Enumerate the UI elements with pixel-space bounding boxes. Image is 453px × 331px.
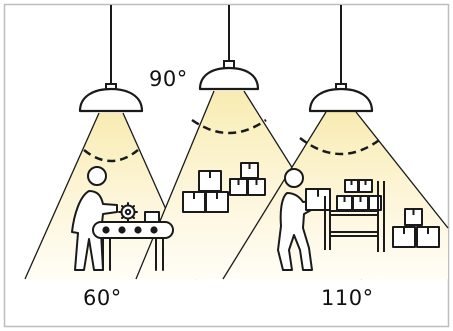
worker-at-conveyor-icon [71,166,174,271]
stacked-boxes-icon [392,208,440,248]
beam-angle-label-left: 60° [83,286,122,310]
worker-carrying-box-icon [277,168,331,271]
beam-angle-label-right: 110° [321,286,374,310]
storage-rack-icon [324,179,385,252]
gear-icon [118,202,138,222]
pendant-lamp-icon [308,5,374,113]
stacked-boxes-icon [182,162,266,213]
pendant-lamp-icon [198,5,260,91]
pendant-lamp-icon [78,5,144,113]
conveyor-belt-icon [92,211,174,271]
beam-angle-label-center: 90° [149,67,188,91]
